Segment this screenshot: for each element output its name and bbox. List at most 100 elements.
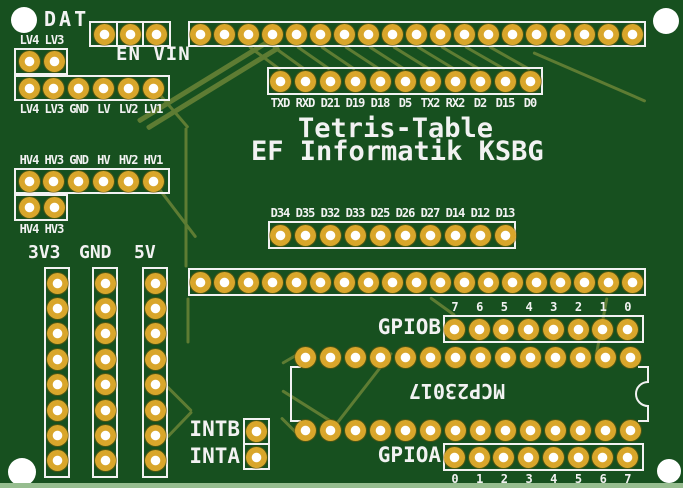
board-subtitle: EF Informatik KSBG	[251, 136, 544, 167]
pad	[18, 77, 40, 99]
pin-label: LV1	[143, 102, 164, 116]
pad	[92, 77, 114, 99]
pad	[144, 399, 166, 421]
pad	[18, 197, 40, 218]
pad	[616, 318, 638, 340]
pad	[144, 272, 166, 294]
pin-label: D26	[395, 206, 416, 220]
pad	[246, 446, 267, 468]
board-title: Tetris-Table	[298, 113, 494, 144]
pad	[319, 224, 341, 246]
pin-label: 7	[624, 472, 631, 486]
mounting-hole	[8, 458, 36, 486]
pad	[43, 51, 65, 72]
pin-label: 5	[500, 300, 508, 314]
pin-label: RXD	[295, 96, 316, 110]
pad	[294, 70, 316, 92]
pad	[246, 420, 267, 442]
pad	[92, 170, 114, 192]
pad	[46, 374, 68, 396]
pin-label: D27	[420, 206, 441, 220]
pad	[46, 348, 68, 370]
mounting-hole	[653, 8, 679, 34]
pad	[394, 224, 416, 246]
pad	[46, 424, 68, 446]
inta-label: INTA	[189, 444, 240, 468]
pad	[419, 70, 441, 92]
pad	[144, 348, 166, 370]
pin-label: D34	[270, 206, 291, 220]
pad	[46, 297, 68, 319]
rail-5v-label: 5V	[134, 242, 156, 263]
header-lv_top-outline	[14, 48, 68, 75]
pad	[68, 170, 90, 192]
pin-label: 3	[525, 472, 532, 486]
pad	[519, 70, 541, 92]
pad	[469, 70, 491, 92]
pad	[518, 446, 540, 468]
pad	[344, 419, 366, 441]
pin-label: D5	[398, 96, 412, 110]
pad	[144, 424, 166, 446]
pad	[310, 23, 331, 45]
pad	[286, 271, 307, 293]
pad	[190, 271, 211, 293]
pad	[46, 272, 68, 294]
pad	[369, 419, 391, 441]
pad	[430, 271, 451, 293]
pad	[94, 399, 116, 421]
pad	[542, 318, 564, 340]
pin-label: 2	[500, 472, 508, 486]
pad	[294, 419, 316, 441]
pad	[444, 446, 465, 468]
pad	[319, 346, 341, 368]
mounting-hole	[657, 459, 681, 483]
pin-label: 6	[599, 472, 607, 486]
pin-label: HV4	[19, 222, 40, 236]
pad	[569, 346, 591, 368]
header-divider	[142, 21, 144, 47]
pin-label: 1	[476, 472, 483, 486]
header-lv_row-outline	[14, 75, 170, 101]
pad	[144, 297, 166, 319]
header-esp_bot-outline	[188, 268, 646, 296]
pin-label: LV4	[19, 33, 40, 47]
pad	[334, 23, 355, 45]
pad	[369, 224, 391, 246]
pad	[294, 224, 316, 246]
pad	[119, 23, 141, 45]
pad	[454, 23, 475, 45]
pad	[598, 271, 619, 293]
header-divider	[116, 21, 118, 47]
pad	[622, 271, 643, 293]
pin-label: 0	[624, 300, 631, 314]
pad	[468, 318, 490, 340]
pad	[145, 23, 167, 45]
pad	[344, 224, 366, 246]
pad	[369, 70, 391, 92]
pad	[94, 374, 116, 396]
pad	[478, 271, 499, 293]
pin-label: D32	[320, 206, 341, 220]
pad	[94, 272, 116, 294]
pin-label: D2	[473, 96, 487, 110]
pin-label: LV4	[19, 102, 40, 116]
pad	[469, 346, 491, 368]
header-rail_3v3-outline	[44, 267, 70, 478]
gpiob-label: GPIOB	[377, 315, 441, 339]
pin-label: D13	[495, 206, 516, 220]
pad	[142, 170, 164, 192]
header-hv_row-outline	[14, 168, 170, 194]
pad	[469, 419, 491, 441]
pin-label: TXD	[270, 96, 291, 110]
pad	[454, 271, 475, 293]
pad	[406, 23, 427, 45]
pad	[622, 23, 643, 45]
pad	[592, 446, 614, 468]
pad	[117, 77, 139, 99]
pad	[334, 271, 355, 293]
pad	[358, 271, 379, 293]
pad	[144, 374, 166, 396]
